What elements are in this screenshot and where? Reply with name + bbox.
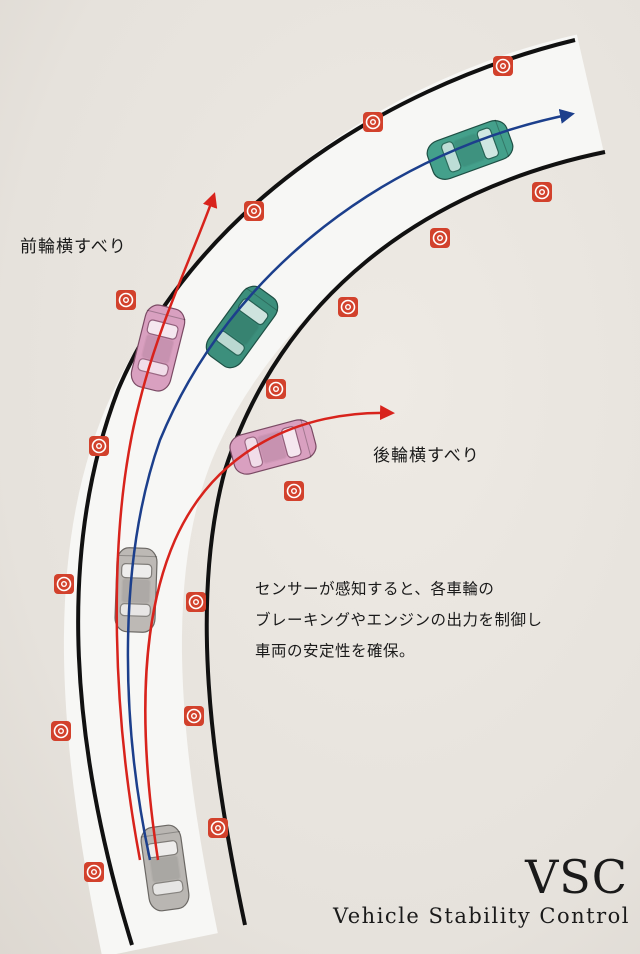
traffic-cone-icon: [50, 720, 72, 742]
traffic-cone-icon: [83, 861, 105, 883]
title: VSC: [525, 850, 628, 904]
description-line: センサーが感知すると、各車輪の: [255, 580, 495, 598]
traffic-cone-icon: [337, 296, 359, 318]
traffic-cone-icon: [183, 705, 205, 727]
front-slip-label: 前輪横すべり: [20, 237, 127, 257]
description-line: 車両の安定性を確保。: [255, 642, 416, 660]
description-line: ブレーキングやエンジンの出力を制御し: [255, 611, 543, 629]
description-text: センサーが感知すると、各車輪の ブレーキングやエンジンの出力を制御し 車両の安定…: [255, 574, 615, 667]
traffic-cone-icon: [265, 378, 287, 400]
traffic-cone-icon: [243, 200, 265, 222]
traffic-cone-icon: [531, 181, 553, 203]
rear-slip-trajectory: [144, 405, 395, 861]
traffic-cone-icon: [429, 227, 451, 249]
subtitle: Vehicle Stability Control: [333, 904, 630, 928]
road-edge-outer: [76, 38, 576, 946]
traffic-cone-icon: [492, 55, 514, 77]
traffic-cone-icon: [115, 289, 137, 311]
rear-slip-label: 後輪横すべり: [373, 446, 480, 466]
traffic-cone-icon: [362, 111, 384, 133]
traffic-cone-icon: [53, 573, 75, 595]
vsc-controlled-trajectory: [126, 108, 575, 861]
road-surface: [63, 34, 604, 954]
front-slip-trajectory: [115, 192, 218, 861]
traffic-cone-icon: [207, 817, 229, 839]
traffic-cone-icon: [283, 480, 305, 502]
traffic-cone-icon: [88, 435, 110, 457]
traffic-cone-icon: [185, 591, 207, 613]
